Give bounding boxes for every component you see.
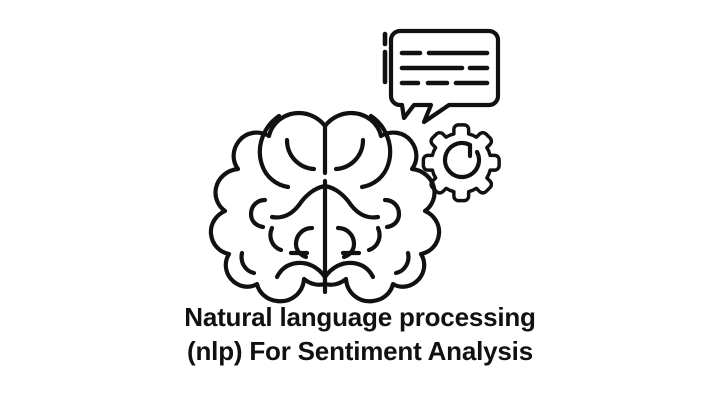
brain-top-left-lobe (257, 113, 291, 190)
speech-bubble-outline (388, 28, 501, 125)
brain-fold-mid-right (322, 183, 381, 220)
speech-bubble-icon (388, 28, 501, 125)
brain-fold-hook-lower-left (268, 225, 284, 253)
brain-fold-side-left (239, 250, 257, 276)
brain-top-right-lobe (359, 113, 393, 190)
gear-center-arrow (442, 140, 482, 180)
brain-icon (208, 110, 442, 304)
brain-fold-side-right (393, 250, 411, 276)
brain-fold-frontal-right (333, 137, 366, 172)
brain-fold-bottom-right (322, 260, 376, 280)
brain-fold-hook-upper-left (248, 197, 268, 230)
gear-outline (421, 123, 501, 203)
brain-fold-hook-lower-right (366, 225, 382, 253)
caption: Natural language processing (nlp) For Se… (0, 300, 720, 368)
brain-fold-frontal-left (284, 137, 317, 172)
brain-fold-hook-upper-right (382, 197, 402, 230)
caption-line-1: Natural language processing (184, 302, 536, 332)
brain-right-outline (322, 110, 442, 304)
gear-icon (421, 123, 501, 203)
brain-left-outline (208, 110, 328, 304)
brain-fold-mid-left (269, 183, 328, 220)
brain-fold-bottom-left (274, 260, 328, 280)
caption-line-2: (nlp) For Sentiment Analysis (187, 336, 533, 366)
